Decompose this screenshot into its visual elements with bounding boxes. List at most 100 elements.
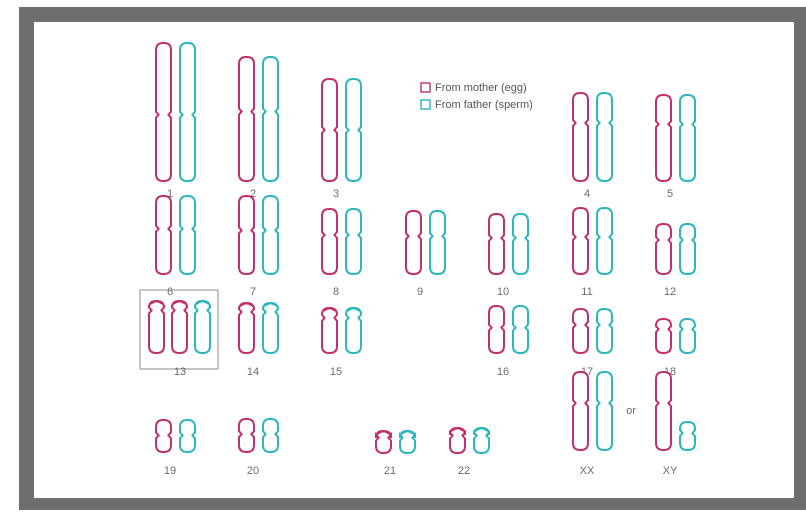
legend-label-paternal: From father (sperm) xyxy=(435,99,533,111)
chromosome-10: 10 xyxy=(489,214,528,298)
chromatid-paternal xyxy=(597,309,612,353)
chromatid-paternal xyxy=(180,196,195,274)
chromatid-paternal xyxy=(430,211,445,274)
chromosome-16: 16 xyxy=(489,306,528,378)
legend-label-maternal: From mother (egg) xyxy=(435,82,527,94)
chromosome-9: 9 xyxy=(406,211,445,298)
chromosome-label: 4 xyxy=(584,188,590,200)
chromatid-maternal xyxy=(489,214,504,274)
chromosome-label: 6 xyxy=(167,286,173,298)
chromosome-18: 18 xyxy=(656,319,695,378)
chromosome-22: 22 xyxy=(450,428,489,477)
chromosome-3: 3 xyxy=(322,79,361,200)
chromosome-13: 13 xyxy=(140,290,218,378)
chromatid-paternal xyxy=(680,95,695,181)
chromosome-label: 12 xyxy=(664,286,676,298)
chromatid-paternal xyxy=(180,420,195,452)
chromatid-maternal xyxy=(573,372,588,450)
chromatid-maternal xyxy=(172,301,187,353)
chromatid-maternal xyxy=(239,303,254,353)
chromatid-paternal xyxy=(263,196,278,274)
chromatid-paternal xyxy=(263,419,278,452)
or-text: or xyxy=(626,405,636,417)
chromosome-19: 19 xyxy=(156,420,195,477)
chromosome-label: 11 xyxy=(581,286,592,298)
chromatid-paternal xyxy=(400,431,415,453)
chromosome-label: 19 xyxy=(164,465,176,477)
chromosome-group: 12345678910111213141516171819202122XXXY xyxy=(140,43,695,477)
chromosome-14: 14 xyxy=(239,303,278,378)
chromatid-paternal xyxy=(263,303,278,353)
chromosome-15: 15 xyxy=(322,308,361,378)
chromosome-label: 16 xyxy=(497,366,509,378)
chromatid-maternal xyxy=(322,79,337,181)
chromosome-label: 21 xyxy=(384,465,396,477)
chromosome-xx: XX xyxy=(573,372,612,477)
chromatid-paternal xyxy=(195,301,210,353)
chromatid-maternal xyxy=(322,308,337,353)
chromosome-2: 2 xyxy=(239,57,278,200)
chromatid-maternal xyxy=(156,420,171,452)
chromosome-xy: XY xyxy=(656,372,695,477)
chromatid-paternal xyxy=(513,306,528,353)
chromatid-paternal xyxy=(346,209,361,274)
chromatid-maternal xyxy=(573,208,588,274)
chromosome-12: 12 xyxy=(656,224,695,298)
chromatid-paternal xyxy=(180,43,195,181)
chromatid-maternal xyxy=(376,431,391,453)
chromosome-4: 4 xyxy=(573,93,612,200)
chromatid-maternal xyxy=(573,309,588,353)
chromatid-paternal xyxy=(680,319,695,353)
chromosome-label: 10 xyxy=(497,286,509,298)
chromatid-maternal xyxy=(239,57,254,181)
chromatid-paternal xyxy=(474,428,489,453)
chromatid-maternal xyxy=(656,224,671,274)
chromatid-paternal xyxy=(680,422,695,450)
chromatid-maternal xyxy=(156,43,171,181)
chromatid-maternal xyxy=(656,319,671,353)
chromatid-maternal xyxy=(239,419,254,452)
chromatid-paternal xyxy=(513,214,528,274)
chromatid-maternal xyxy=(573,93,588,181)
chromosome-7: 7 xyxy=(239,196,278,298)
chromatid-paternal xyxy=(680,224,695,274)
chromatid-maternal xyxy=(656,372,671,450)
chromosome-8: 8 xyxy=(322,209,361,298)
chromatid-maternal xyxy=(149,301,164,353)
legend: From mother (egg) From father (sperm) xyxy=(421,82,533,111)
chromosome-label: 13 xyxy=(174,366,186,378)
chromatid-paternal xyxy=(263,57,278,181)
chromosome-6: 6 xyxy=(156,196,195,298)
chromosome-label: 3 xyxy=(333,188,339,200)
chromosome-17: 17 xyxy=(573,309,612,378)
chromosome-11: 11 xyxy=(573,208,612,298)
chromatid-paternal xyxy=(597,208,612,274)
chromosome-21: 21 xyxy=(376,431,415,477)
chromosome-label: 15 xyxy=(330,366,342,378)
chromosome-label: 22 xyxy=(458,465,470,477)
chromatid-paternal xyxy=(346,79,361,181)
chromosome-label: XX xyxy=(580,465,595,477)
chromatid-maternal xyxy=(489,306,504,353)
chromosome-label: 14 xyxy=(247,366,259,378)
chromosome-label: 8 xyxy=(333,286,339,298)
chromosome-5: 5 xyxy=(656,95,695,200)
chromosome-label: 5 xyxy=(667,188,673,200)
chromatid-paternal xyxy=(597,372,612,450)
chromosome-label: XY xyxy=(663,465,678,477)
chromatid-paternal xyxy=(346,308,361,353)
legend-swatch-paternal xyxy=(421,100,430,109)
legend-swatch-maternal xyxy=(421,83,430,92)
chromosome-label: 7 xyxy=(250,286,256,298)
chromatid-maternal xyxy=(450,428,465,453)
chromosome-20: 20 xyxy=(239,419,278,477)
chromosome-label: 20 xyxy=(247,465,259,477)
chromatid-maternal xyxy=(156,196,171,274)
chromatid-maternal xyxy=(322,209,337,274)
chromatid-maternal xyxy=(239,196,254,274)
chromatid-maternal xyxy=(656,95,671,181)
chromatid-maternal xyxy=(406,211,421,274)
chromosome-1: 1 xyxy=(156,43,195,200)
